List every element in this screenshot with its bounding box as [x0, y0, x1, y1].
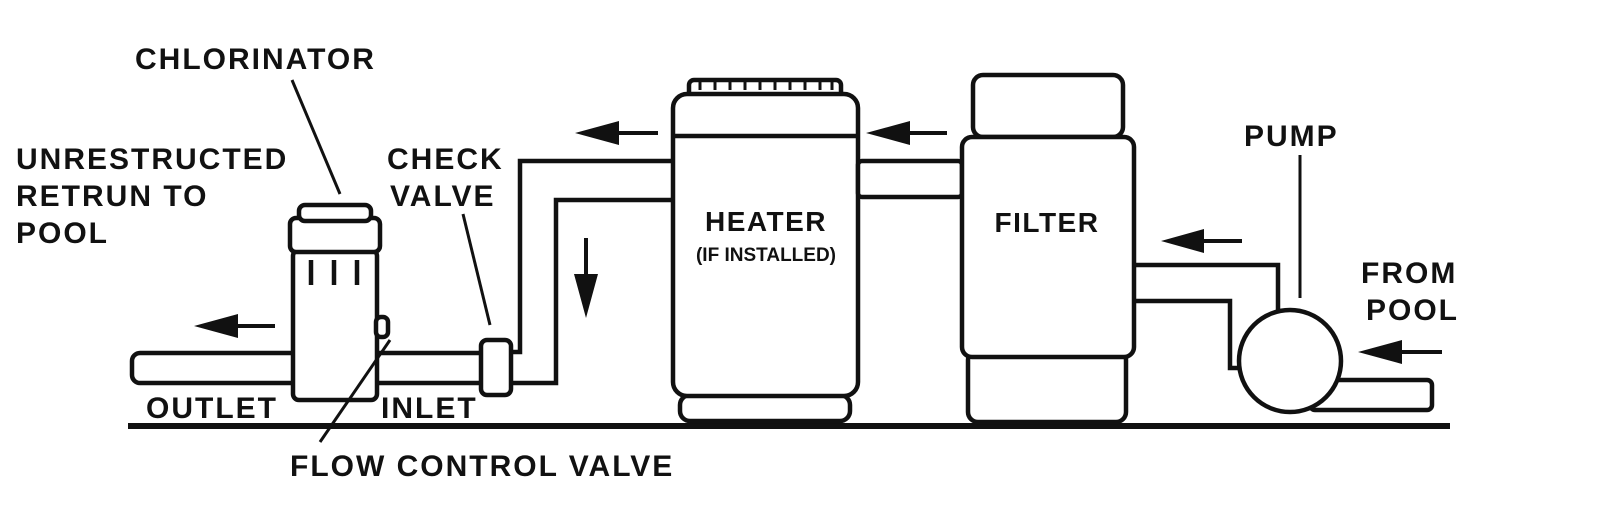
chlorinator-label: CHLORINATOR	[135, 43, 376, 76]
outlet-label: OUTLET	[146, 392, 278, 425]
flow-control-leader	[318, 339, 392, 443]
unrestricted-return-label-line1: UNRESTRUCTED	[16, 143, 288, 176]
check-valve-label-line2: VALVE	[390, 180, 496, 213]
check-valve	[478, 337, 514, 398]
unrestricted-return-label-line2: RETRUN TO	[16, 180, 208, 213]
outlet-pipe	[129, 350, 305, 386]
arrow-icon	[1161, 229, 1242, 253]
arrow-icon	[194, 314, 275, 338]
unrestricted-return-label-line3: POOL	[16, 217, 109, 250]
pump-label: PUMP	[1244, 120, 1339, 153]
heater-note-label: (IF INSTALLED)	[696, 245, 836, 266]
chlorinator-leader	[290, 79, 342, 195]
from-pool-label-line2: POOL	[1366, 294, 1459, 327]
filter	[959, 72, 1137, 425]
heater-label: HEATER	[705, 206, 827, 237]
flow-control-valve	[373, 314, 391, 340]
arrow-icon	[574, 238, 598, 318]
arrow-icon	[575, 121, 658, 145]
filter-label: FILTER	[995, 207, 1100, 238]
return-pipe	[510, 197, 672, 386]
heater	[670, 77, 861, 424]
check-valve-leader	[461, 213, 492, 326]
inlet-label: INLET	[381, 392, 478, 425]
pump	[1236, 307, 1344, 415]
heater-filter-pipe	[855, 158, 965, 200]
flow-control-valve-label: FLOW CONTROL VALVE	[290, 450, 674, 483]
arrow-icon	[1358, 340, 1442, 364]
check-valve-label-line1: CHECK	[387, 143, 504, 176]
pump-filter-pipe	[1134, 262, 1281, 312]
inlet-pipe	[367, 350, 488, 386]
chlorinator	[287, 202, 391, 403]
from-pool-label-line1: FROM	[1361, 257, 1457, 290]
arrow-icon	[866, 121, 947, 145]
